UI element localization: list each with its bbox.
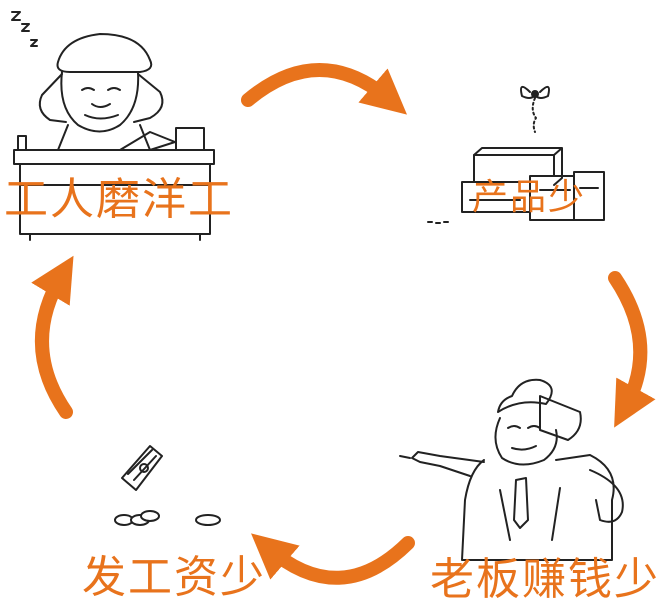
node-label-wages: 发工资少 [82,552,266,603]
products-illustration [427,85,605,224]
necktie [513,477,529,529]
banknote-icon [121,445,163,491]
node-label-workers: 工人磨洋工 [4,174,234,225]
node-label-products: 产品少 [472,177,587,218]
coins-icon [114,510,221,526]
arrow-wages-to-workers [31,255,74,419]
node-label-boss: 老板赚钱少 [430,554,660,605]
fedora-hat [497,378,582,441]
fly-icon [520,85,550,133]
arrow-products-to-boss [608,271,656,428]
zzz-icon [11,11,38,47]
arrow-boss-to-wages [251,533,415,585]
money-illustration [114,445,221,526]
arrow-workers-to-products [241,63,408,115]
pointing-arm [411,451,485,477]
sleeping-worker-illustration [11,11,215,241]
boss-illustration [399,378,624,561]
